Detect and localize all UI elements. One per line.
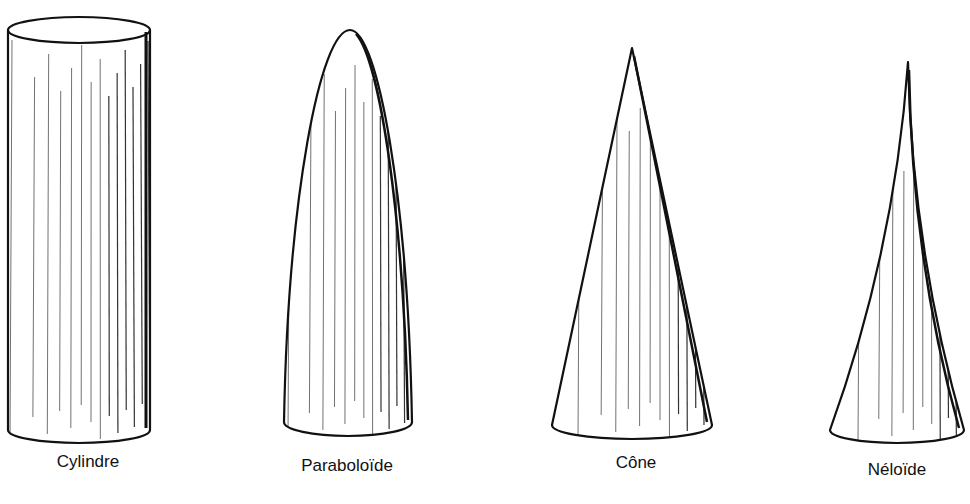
shading-stroke	[363, 102, 364, 418]
shading-stroke	[710, 104, 712, 402]
cone-outline	[552, 48, 712, 439]
shading-stroke	[141, 64, 143, 404]
shading-stroke	[60, 91, 61, 411]
shading-stroke	[962, 130, 964, 412]
shading-stroke	[334, 111, 335, 407]
shading-stroke	[309, 97, 311, 413]
shading-stroke	[33, 77, 35, 417]
shading-strokes	[10, 40, 964, 442]
shading-stroke	[47, 54, 48, 434]
shading-stroke	[616, 94, 617, 432]
shading-stroke	[955, 153, 957, 435]
shading-stroke	[639, 108, 641, 426]
shading-stroke	[396, 70, 397, 406]
shape-label: Cylindre	[57, 452, 119, 472]
shading-stroke	[628, 131, 629, 409]
shading-stroke	[939, 139, 941, 441]
shading-stroke	[288, 60, 290, 436]
shading-stroke	[601, 117, 603, 415]
neloid-edge-shade	[909, 70, 959, 428]
shading-stroke	[388, 93, 389, 429]
shape-label: Néloïde	[868, 460, 927, 480]
cylinder-top	[8, 17, 150, 43]
shading-stroke	[10, 40, 12, 440]
shading-stroke	[354, 65, 355, 401]
shading-stroke	[81, 45, 82, 405]
neloid-outline	[830, 62, 964, 443]
shading-stroke	[372, 79, 373, 435]
shading-stroke	[133, 87, 134, 427]
shading-stroke	[344, 88, 346, 424]
shading-stroke	[922, 125, 923, 407]
shading-stroke	[879, 157, 881, 419]
cylinder-edge-shade	[145, 32, 148, 428]
shading-group	[288, 60, 412, 436]
shading-stroke	[660, 122, 661, 420]
shading-stroke	[117, 73, 119, 433]
shading-stroke	[108, 96, 110, 416]
shading-stroke	[380, 116, 382, 412]
shading-stroke	[913, 148, 914, 430]
shading-stroke	[323, 74, 324, 430]
shape-label: Paraboloïde	[301, 456, 393, 476]
shading-stroke	[858, 120, 860, 442]
shading-stroke	[70, 68, 72, 428]
paraboloid-edge-shade	[356, 34, 408, 420]
shading-stroke	[892, 134, 893, 436]
shading-stroke	[578, 80, 580, 438]
cone-edge-shade	[634, 56, 707, 422]
shading-stroke	[903, 171, 905, 413]
shading-stroke	[669, 99, 670, 437]
shading-group	[10, 40, 150, 440]
shading-stroke	[686, 113, 687, 431]
paraboloid-outline	[284, 30, 412, 436]
shading-stroke	[100, 59, 101, 439]
shading-stroke	[91, 82, 92, 422]
cylinder-outline	[8, 30, 150, 443]
shading-stroke	[125, 50, 126, 410]
shading-group	[578, 80, 712, 438]
shape-label: Cône	[616, 453, 657, 473]
